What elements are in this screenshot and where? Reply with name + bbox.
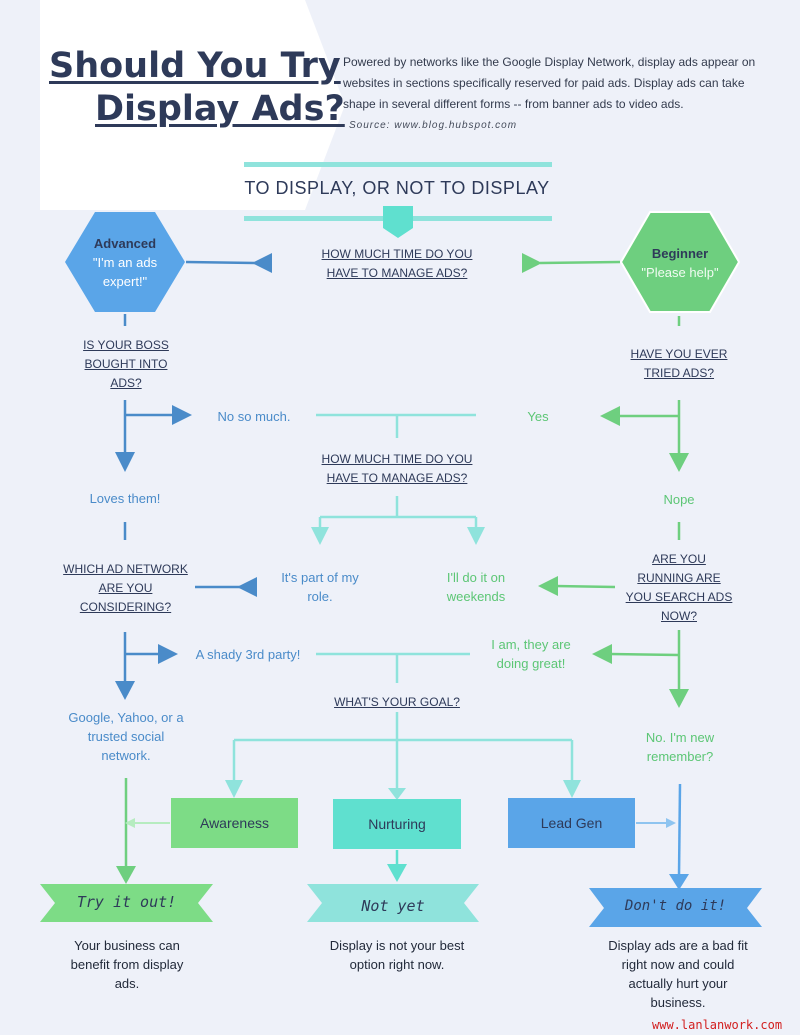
outcome-dont-text: Display ads are a bad fit right now and …	[608, 938, 748, 1010]
outcome-dont-label: Don't do it!	[624, 898, 727, 914]
question-time-mid: HOW MUCH TIME DO YOU HAVE TO MANAGE ADS?	[321, 452, 473, 485]
question-time-top: HOW MUCH TIME DO YOU HAVE TO MANAGE ADS?	[321, 247, 473, 280]
answer-weekends: I'll do it on weekends	[446, 570, 506, 604]
source-text: Source: www.blog.hubspot.com	[349, 120, 518, 131]
page-title-line-2: Display Ads?	[95, 89, 345, 129]
question-network: WHICH AD NETWORK ARE YOU CONSIDERING?	[63, 562, 188, 614]
beginner-quote: "Please help"	[641, 265, 719, 280]
goal-lead-gen: Lead Gen	[540, 815, 603, 831]
outcome-not-yet-label: Not yet	[361, 897, 425, 915]
beginner-title: Beginner	[651, 246, 709, 261]
question-tried: HAVE YOU EVER TRIED ADS?	[630, 347, 728, 380]
outcome-not-yet-text: Display is not your best option right no…	[329, 938, 465, 972]
answer-yes: Yes	[527, 409, 549, 424]
answer-new: No. I'm new remember?	[645, 730, 715, 764]
answer-part-of-role: It's part of my role.	[281, 570, 359, 604]
outcome-try-label: Try it out!	[76, 893, 177, 911]
section-header: TO DISPLAY, OR NOT TO DISPLAY	[244, 178, 550, 198]
answer-no-so-much: No so much.	[217, 409, 291, 424]
intro-text: Powered by networks like the Google Disp…	[343, 55, 756, 111]
question-boss: IS YOUR BOSS BOUGHT INTO ADS?	[83, 338, 169, 390]
question-goal: WHAT'S YOUR GOAL?	[334, 695, 460, 709]
goal-awareness: Awareness	[199, 815, 269, 831]
answer-loves-them: Loves them!	[89, 491, 161, 506]
page-title-line-1: Should You Try	[49, 46, 341, 86]
answer-nope: Nope	[663, 492, 695, 507]
watermark: www.lanlanwork.com	[652, 1018, 783, 1032]
beginner-start-node: Beginner "Please help"	[630, 244, 730, 282]
answer-google-yahoo: Google, Yahoo, or a trusted social netwo…	[68, 710, 184, 763]
advanced-start-node: Advanced "I'm an ads expert!"	[80, 234, 170, 291]
advanced-quote: "I'm an ads expert!"	[92, 255, 158, 289]
advanced-title: Advanced	[93, 236, 157, 251]
question-search: ARE YOU RUNNING ARE YOU SEARCH ADS NOW?	[625, 552, 733, 623]
goal-nurturing: Nurturing	[368, 816, 426, 832]
answer-doing-great: I am, they are doing great!	[491, 637, 571, 671]
answer-shady-third-party: A shady 3rd party!	[195, 647, 301, 662]
outcome-try-text: Your business can benefit from display a…	[70, 938, 184, 991]
